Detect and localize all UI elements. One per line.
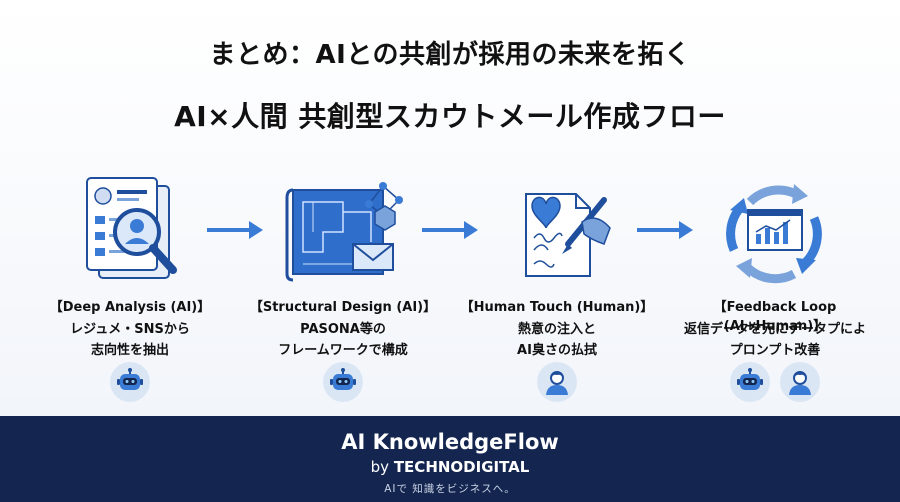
human-avatar-icon — [780, 362, 820, 402]
step-description-line: 熱意の注入と — [517, 322, 596, 337]
arrow-right-icon — [422, 221, 478, 239]
page-title: まとめ：AIとの共創が採用の未来を拓く — [209, 40, 691, 70]
step-description-line: フレームワークで構成 — [278, 343, 408, 358]
robot-avatar-icon — [730, 362, 770, 402]
step-description-line: プロンプト改善 — [729, 343, 821, 358]
step-description-line: PASONA等の — [300, 322, 386, 337]
step-feedback-loop: 【Feedback Loop (AI+Human)】 返信データを元にデータプに… — [670, 172, 880, 407]
step-description-line: AI臭さの払拭 — [517, 343, 597, 358]
byline-prefix: by — [370, 458, 390, 476]
magnifier-on-resume-icon — [25, 172, 235, 290]
arrow-right-icon — [207, 221, 263, 239]
heart-pen-letter-icon — [452, 172, 662, 290]
robot-avatar-icon — [323, 362, 363, 402]
brand-tagline: AIで 知識をビジネスへ。 — [384, 483, 516, 495]
footer-banner: AI KnowledgeFlow by TECHNODIGITAL AIで 知識… — [0, 416, 900, 502]
blueprint-icon — [238, 172, 448, 290]
step-heading: 【Structural Design (AI)】 — [249, 300, 437, 315]
cycle-chart-icon — [670, 172, 880, 290]
page-subtitle: AI×人間 共創型スカウトメール作成フロー — [174, 100, 726, 133]
step-structural-design: 【Structural Design (AI)】 PASONA等の フレームワー… — [238, 172, 448, 407]
step-heading: 【Human Touch (Human)】 — [460, 300, 654, 315]
step-human-touch: 【Human Touch (Human)】 熱意の注入と AI臭さの払拭 — [452, 172, 662, 407]
step-description-line: 志向性を抽出 — [90, 343, 169, 358]
brand-name: AI KnowledgeFlow — [341, 430, 559, 454]
step-deep-analysis: 【Deep Analysis (AI)】 レジュメ・SNSから 志向性を抽出 — [25, 172, 235, 407]
robot-avatar-icon — [110, 362, 150, 402]
arrow-right-icon — [637, 221, 693, 239]
step-heading: 【Feedback Loop (AI+Human)】 — [713, 300, 837, 334]
company-name: TECHNODIGITAL — [393, 458, 530, 476]
step-heading: 【Deep Analysis (AI)】 — [49, 300, 211, 315]
step-description-line: レジュメ・SNSから — [70, 322, 190, 337]
human-avatar-icon — [537, 362, 577, 402]
step-description-line: 返信データを元にデータプによ — [683, 322, 866, 337]
brand-byline: by TECHNODIGITAL — [0, 458, 900, 476]
slide-main: まとめ：AIとの共創が採用の未来を拓く AI×人間 共創型スカウトメール作成フロ… — [0, 0, 900, 416]
